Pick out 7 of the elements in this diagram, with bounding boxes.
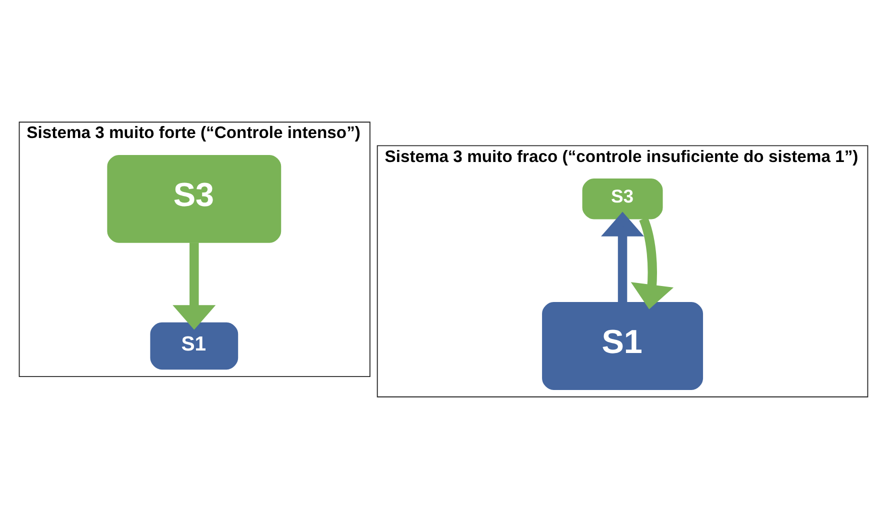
- node-box: S3: [582, 178, 663, 219]
- node-box: S1: [542, 302, 704, 390]
- arrow: [630, 216, 674, 309]
- arrow: [172, 242, 216, 330]
- node-box: S3: [107, 154, 282, 242]
- node-box: S1: [150, 322, 238, 370]
- arrow: [601, 211, 644, 302]
